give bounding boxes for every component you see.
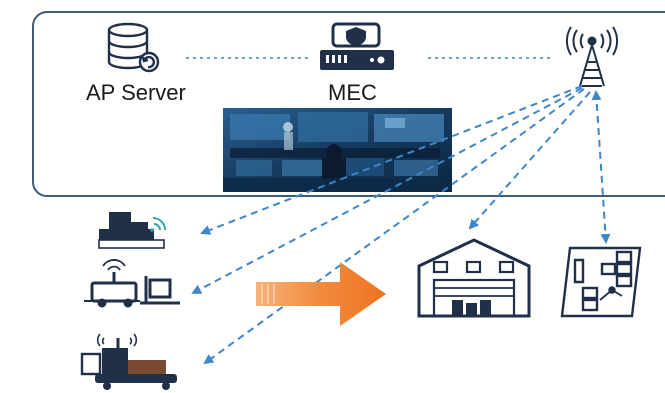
ap-server-label: AP Server (86, 80, 186, 105)
cell-tower-icon (565, 26, 619, 87)
control-room-photo (223, 108, 452, 192)
transformation-arrow (256, 262, 386, 326)
mec-security-appliance-icon (320, 22, 394, 70)
link-tower-storage (591, 90, 611, 244)
agv-wireless-icon (98, 212, 166, 249)
link-tower-forklift (191, 87, 583, 294)
network-frame (32, 11, 665, 197)
wireless-links (191, 85, 611, 365)
link-tower-warehouse (468, 91, 591, 230)
link-tower-robot (203, 88, 585, 365)
mec-label: MEC (328, 80, 377, 105)
warehouse-icon (417, 238, 531, 318)
forklift-icon (84, 259, 180, 308)
database-server-icon (107, 22, 160, 73)
link-tower-agv (200, 85, 583, 235)
robot-cart-icon (80, 333, 177, 390)
storage-racks-icon (560, 246, 642, 318)
